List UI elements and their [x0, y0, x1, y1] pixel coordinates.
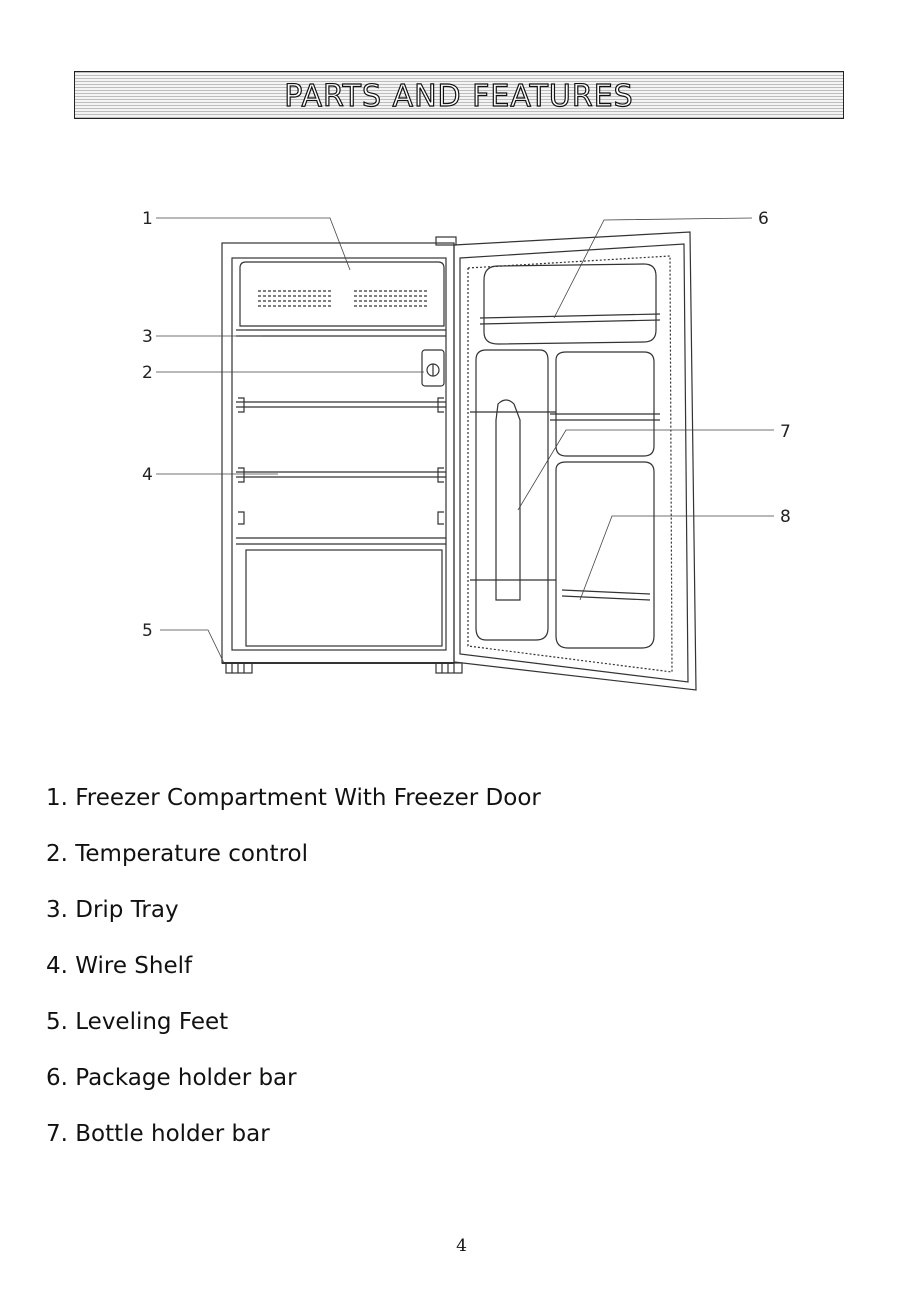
parts-list: 1. Freezer Compartment With Freezer Door…	[46, 784, 541, 1176]
parts-list-item: 1. Freezer Compartment With Freezer Door	[46, 784, 541, 840]
callout-5: 5	[142, 621, 153, 641]
callout-1: 1	[142, 209, 153, 229]
drip-tray	[236, 330, 446, 336]
parts-list-item: 3. Drip Tray	[46, 896, 541, 952]
section-header-banner: PARTS AND FEATURES	[74, 71, 844, 119]
refrigerator-diagram: 1 3 2 4 5 6 7 8	[0, 170, 923, 710]
callout-4: 4	[142, 465, 153, 485]
top-hinge	[436, 237, 456, 245]
parts-list-item: 4. Wire Shelf	[46, 952, 541, 1008]
callout-2: 2	[142, 363, 153, 383]
callout-leaders	[156, 218, 774, 663]
page-number: 4	[0, 1236, 923, 1256]
freezer-compartment	[240, 262, 444, 326]
leveling-feet	[226, 663, 462, 673]
callout-8: 8	[780, 507, 791, 527]
parts-list-item: 5. Leveling Feet	[46, 1008, 541, 1064]
callout-3: 3	[142, 327, 153, 347]
callout-7: 7	[780, 422, 791, 442]
parts-list-item: 2. Temperature control	[46, 840, 541, 896]
open-door	[454, 232, 696, 690]
wire-shelves	[236, 398, 446, 646]
callout-6: 6	[758, 209, 769, 229]
temperature-control	[422, 350, 444, 386]
parts-list-item: 7. Bottle holder bar	[46, 1120, 541, 1176]
parts-list-item: 6. Package holder bar	[46, 1064, 541, 1120]
section-title: PARTS AND FEATURES	[75, 79, 843, 114]
